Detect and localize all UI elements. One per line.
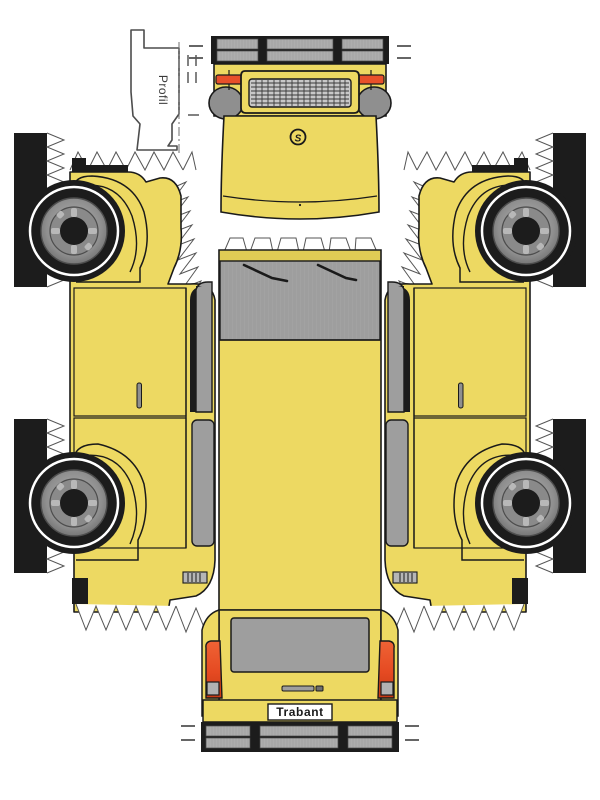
reverse-light-right [380,681,394,696]
hood-panel [220,115,380,220]
hood-crease-line [222,195,378,203]
right-rear-corner-block [512,578,528,604]
hub-centre [512,489,540,517]
windscreen-glass [219,260,381,341]
rear-panel-part[interactable]: Trabant [181,608,419,752]
bumper-segment [205,737,251,749]
bumper-segment [216,38,259,50]
profile-outline-shape [130,29,180,151]
boot-handle [281,685,324,692]
bumper-segment [259,725,339,737]
right-window-pillar [398,286,410,412]
hub-spokes [503,480,549,526]
roof-header-strip [220,251,380,261]
bumper-segment [259,737,339,749]
wiper-left [242,263,289,283]
wiper-right [316,263,358,282]
headlamp-left [208,86,244,120]
hub-spokes [503,208,549,254]
wheel-front-right[interactable] [475,180,577,282]
hub-centre [512,217,540,245]
profile-template-part[interactable]: Profil [130,29,199,156]
bumper-segment [266,50,334,62]
grille-verticals [255,80,346,106]
bumper-segment [341,50,384,62]
door-handle-right [458,382,464,409]
hub-centre [60,217,88,245]
profile-tick-marks [187,55,199,116]
door-handle-left [136,382,142,409]
tire-whitewall [28,185,120,277]
headlamp-right [356,86,392,120]
radiator-grille [248,78,352,108]
right-rear-wheelarch-line [462,454,521,545]
left-window-pillar [190,286,202,412]
front-panel-part[interactable]: S [189,36,411,220]
left-rear-corner-block [72,578,88,604]
bumper-segment [347,725,393,737]
side-trim-strip-right [472,165,514,173]
bumper-segment [266,38,334,50]
bumper-segment [347,737,393,749]
badge-letter: S [295,134,302,145]
wheel-rear-right[interactable] [475,452,577,554]
sachsenring-badge: S [289,128,307,146]
right-front-window [387,281,405,413]
right-rear-window [385,419,409,547]
profile-label: Profil [156,75,170,105]
bumper-segment [341,38,384,50]
rear-window [230,617,370,673]
left-rear-window [191,419,215,547]
front-panel-fold-marks [189,45,411,59]
rear-bumper [201,722,399,752]
body-vent-left [182,571,208,584]
bumper-segment [205,725,251,737]
hood-centre-dot [298,203,302,207]
tire-whitewall [480,185,572,277]
left-front-wheelarch-line [79,184,138,273]
number-plate-text: Trabant [276,705,324,719]
rear-panel-fold-marks [181,725,419,741]
hub-spokes [51,208,97,254]
roof-windscreen-part[interactable] [218,237,382,611]
indicator-right [357,74,385,85]
hub-centre [60,489,88,517]
wheels-group[interactable] [23,180,577,554]
right-front-wheelarch-line [462,184,521,273]
number-plate: Trabant [267,703,333,721]
tire-whitewall [480,457,572,549]
wheel-rear-left[interactable] [23,452,125,554]
front-bumper [211,36,389,64]
reverse-light-left [206,681,220,696]
left-rear-wheelarch-line [79,454,138,545]
lamp-struts [228,70,372,90]
bumper-segment [216,50,259,62]
tire-whitewall [28,457,120,549]
grille-slats [251,82,349,104]
body-vent-right [392,571,418,584]
roof-glue-tabs [223,237,378,253]
hub-spokes [51,480,97,526]
wheel-front-left[interactable] [23,180,125,282]
side-trim-strip-left [86,165,128,173]
left-front-window [195,281,213,413]
indicator-left [215,74,243,85]
